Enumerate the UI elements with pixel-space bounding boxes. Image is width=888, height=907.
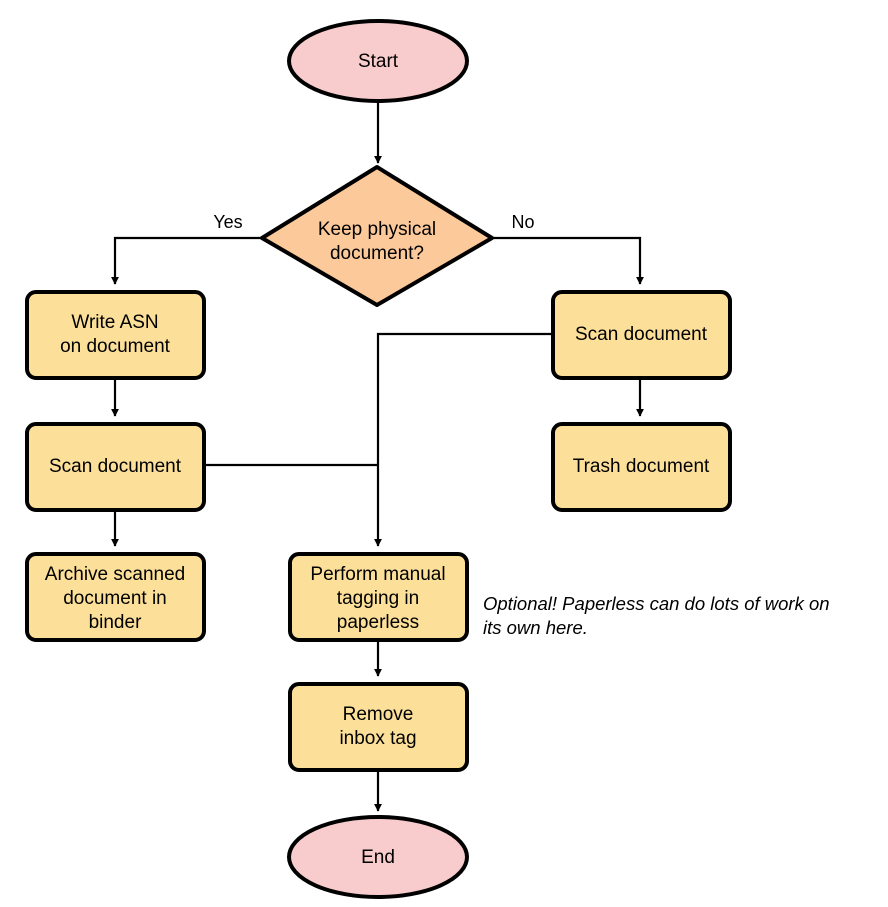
write-asn-label-line2: on document [60,336,171,357]
trash-document-label: Trash document [573,456,710,477]
write-asn-label-line1: Write ASN [71,312,158,333]
decision-label-line2: document? [330,243,424,264]
tagging-box-shape [288,552,469,642]
annotation-line-2: its own here. [483,617,588,638]
scan-document-right-label: Scan document [575,324,708,345]
tagging-label-line2: tagging in [337,588,419,609]
edge-decision-no-to-scan-right [492,236,644,285]
archive-label-line3: binder [89,612,142,633]
start-ellipse-shape [287,19,469,103]
node-decision-keep-physical-document[interactable]: Keep physical document? [260,165,494,307]
edge-label-no: No [511,212,534,232]
end-ellipse-shape [287,815,469,899]
annotation-line-1: Optional! Paperless can do lots of work … [483,593,830,614]
node-remove-inbox-tag[interactable]: Remove inbox tag [288,682,469,772]
node-end[interactable]: End [287,815,469,899]
node-scan-document-right[interactable]: Scan document [551,290,732,380]
remove-inbox-label-line1: Remove [343,704,414,725]
node-archive-scanned-document[interactable]: Archive scanned document in binder [25,552,206,642]
remove-inbox-box-shape [288,682,469,772]
node-scan-document-left[interactable]: Scan document [25,422,206,512]
node-write-asn-on-document[interactable]: Write ASN on document [25,290,206,380]
edge-label-yes: Yes [213,212,242,232]
decision-label-line1: Keep physical [318,219,436,240]
tagging-label-line1: Perform manual [310,564,445,585]
scan-document-right-box-shape [551,290,732,380]
decision-diamond-shape [260,165,494,307]
start-label: Start [358,51,399,72]
archive-box-shape [25,552,206,642]
edge-decision-yes-to-write-asn [111,236,262,285]
tagging-label-line3: paperless [337,612,419,633]
write-asn-box-shape [25,290,206,380]
scan-document-left-label: Scan document [49,456,182,477]
node-start[interactable]: Start [287,19,469,103]
end-label: End [361,847,395,868]
scan-document-left-box-shape [25,422,206,512]
archive-label-line1: Archive scanned [45,564,185,585]
archive-label-line2: document in [63,588,167,609]
edge-scan-right-to-tagging [374,332,552,547]
node-trash-document[interactable]: Trash document [551,422,732,512]
node-perform-manual-tagging[interactable]: Perform manual tagging in paperless [288,552,469,642]
trash-document-box-shape [551,422,732,512]
remove-inbox-label-line2: inbox tag [339,728,416,749]
